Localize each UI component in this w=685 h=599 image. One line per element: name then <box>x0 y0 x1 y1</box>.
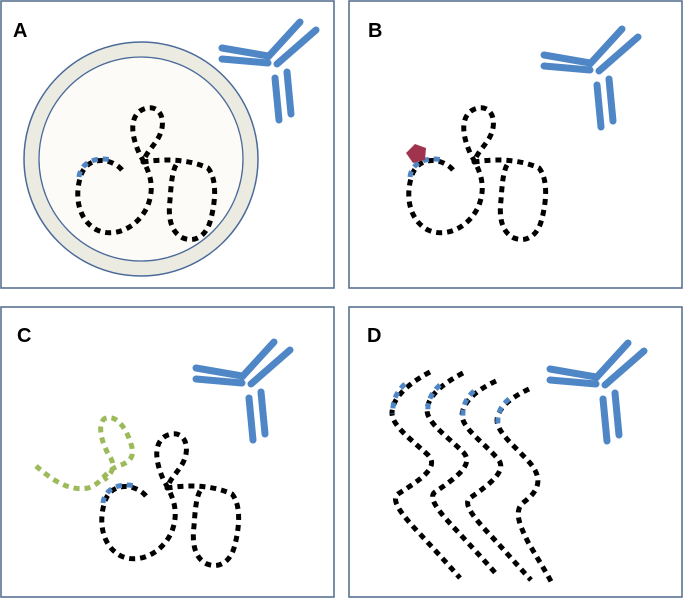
panel-a-label: A <box>13 20 27 42</box>
panel-d: D <box>348 306 683 598</box>
epitope-segment-1 <box>390 382 407 415</box>
epitope-segment-2 <box>425 383 442 413</box>
epitope-segment-3 <box>460 389 476 420</box>
panel-d-frame <box>348 306 683 598</box>
panel-d-label: D <box>367 325 381 347</box>
epitope-segment-4 <box>495 397 511 426</box>
panel-b-label: B <box>368 20 382 42</box>
unfolded-chains <box>389 369 556 587</box>
panel-c-frame <box>0 306 335 598</box>
panel-b: B <box>348 0 683 289</box>
green-chain <box>34 415 135 492</box>
panel-a: A <box>0 0 335 289</box>
unfolded-chain-1 <box>389 369 462 580</box>
panel-c-label: C <box>17 325 31 347</box>
panel-c: C <box>0 306 335 598</box>
pentagon-icon <box>406 144 426 163</box>
unfolded-chain-4 <box>494 386 556 587</box>
